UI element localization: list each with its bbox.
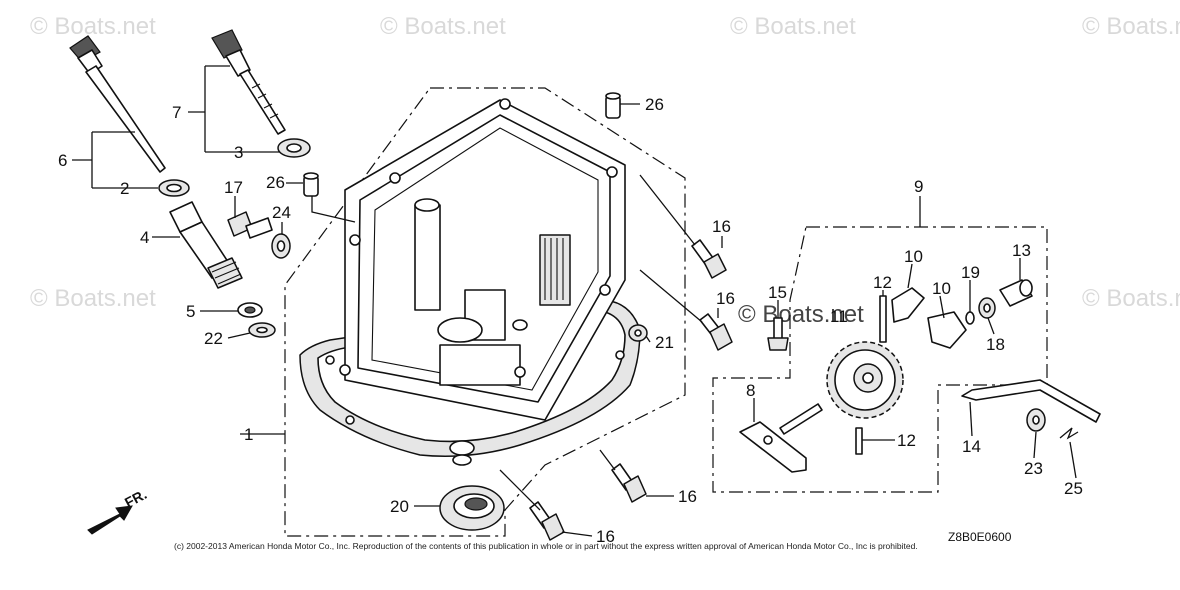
flange-bolt bbox=[611, 463, 647, 503]
clip-25 bbox=[1059, 427, 1079, 440]
callout-12: 12 bbox=[897, 431, 916, 450]
callout-6: 6 bbox=[58, 151, 67, 170]
dipstick bbox=[69, 35, 166, 173]
watermark: © Boats.net bbox=[380, 13, 506, 40]
clip-5 bbox=[237, 302, 263, 318]
callout-11: 11 bbox=[830, 307, 848, 326]
washer-23 bbox=[1026, 408, 1046, 432]
o-ring-2 bbox=[158, 179, 190, 197]
clip-19 bbox=[965, 311, 975, 325]
governor-arm bbox=[961, 379, 1101, 423]
callout-10: 10 bbox=[904, 247, 923, 266]
front-direction-indicator: FR. bbox=[87, 486, 149, 535]
dipstick-alt bbox=[211, 29, 286, 135]
callout-16: 16 bbox=[712, 217, 731, 236]
oil-filler-tube bbox=[169, 201, 243, 289]
flange-bolt bbox=[691, 239, 727, 279]
callout-9: 9 bbox=[914, 177, 923, 196]
flange-bolt bbox=[529, 501, 565, 541]
diagram-code: Z8B0E0600 bbox=[948, 530, 1012, 544]
watermark: © Boats.net bbox=[738, 301, 864, 328]
watermark: © Boats.net bbox=[30, 13, 156, 40]
callout-24: 24 bbox=[272, 203, 291, 222]
bolt-15 bbox=[767, 317, 789, 351]
pin-12 bbox=[879, 295, 887, 343]
watermark: © Boats.net bbox=[30, 285, 156, 312]
governor-weight bbox=[891, 287, 925, 323]
callout-16: 16 bbox=[596, 527, 615, 546]
callout-19: 19 bbox=[961, 263, 980, 282]
callout-3: 3 bbox=[234, 143, 243, 162]
callout-16: 16 bbox=[678, 487, 697, 506]
watermark: © Boats.net bbox=[1082, 13, 1180, 40]
watermark: © Boats.net bbox=[1082, 285, 1180, 312]
governor-holder bbox=[739, 403, 823, 473]
callout-17: 17 bbox=[224, 178, 243, 197]
copyright-notice: (c) 2002-2013 American Honda Motor Co., … bbox=[174, 541, 918, 551]
callout-26: 26 bbox=[645, 95, 664, 114]
oil-seal bbox=[439, 485, 505, 531]
governor-sleeve bbox=[999, 279, 1033, 307]
dowel-pin bbox=[605, 92, 621, 119]
pin-12 bbox=[855, 427, 863, 455]
oil-pan bbox=[299, 98, 641, 466]
callout-25: 25 bbox=[1064, 479, 1083, 498]
callout-8: 8 bbox=[746, 381, 755, 400]
callout-15: 15 bbox=[768, 283, 787, 302]
washer-24 bbox=[271, 233, 291, 259]
callout-5: 5 bbox=[186, 302, 195, 321]
callout-20: 20 bbox=[390, 497, 409, 516]
callout-2: 2 bbox=[120, 179, 129, 198]
callout-labels: 6 2 7 3 4 5 22 17 24 26 26 1 20 21 16 16… bbox=[58, 95, 1083, 546]
governor-gear bbox=[826, 341, 904, 419]
callout-21: 21 bbox=[655, 333, 674, 352]
watermark: © Boats.net bbox=[730, 13, 856, 40]
callout-18: 18 bbox=[986, 335, 1005, 354]
callout-1: 1 bbox=[244, 425, 253, 444]
callout-4: 4 bbox=[140, 228, 149, 247]
dowel-pin bbox=[303, 172, 319, 197]
callout-10: 10 bbox=[932, 279, 951, 298]
flange-bolt bbox=[699, 313, 733, 351]
callout-26: 26 bbox=[266, 173, 285, 192]
callout-13: 13 bbox=[1012, 241, 1031, 260]
washer-3 bbox=[277, 138, 311, 158]
governor-weight bbox=[927, 311, 967, 349]
callout-23: 23 bbox=[1024, 459, 1043, 478]
callout-7: 7 bbox=[172, 103, 181, 122]
washer-22 bbox=[248, 322, 276, 338]
leader-lines bbox=[72, 65, 1077, 537]
washer-21 bbox=[628, 324, 648, 342]
callout-22: 22 bbox=[204, 329, 223, 348]
callout-12: 12 bbox=[873, 273, 892, 292]
oil-pan-frame bbox=[284, 87, 686, 537]
callout-16: 16 bbox=[716, 289, 735, 308]
front-arrow-icon bbox=[87, 505, 133, 535]
drain-bolt bbox=[227, 211, 273, 239]
callout-14: 14 bbox=[962, 437, 981, 456]
washer-18 bbox=[978, 297, 996, 319]
